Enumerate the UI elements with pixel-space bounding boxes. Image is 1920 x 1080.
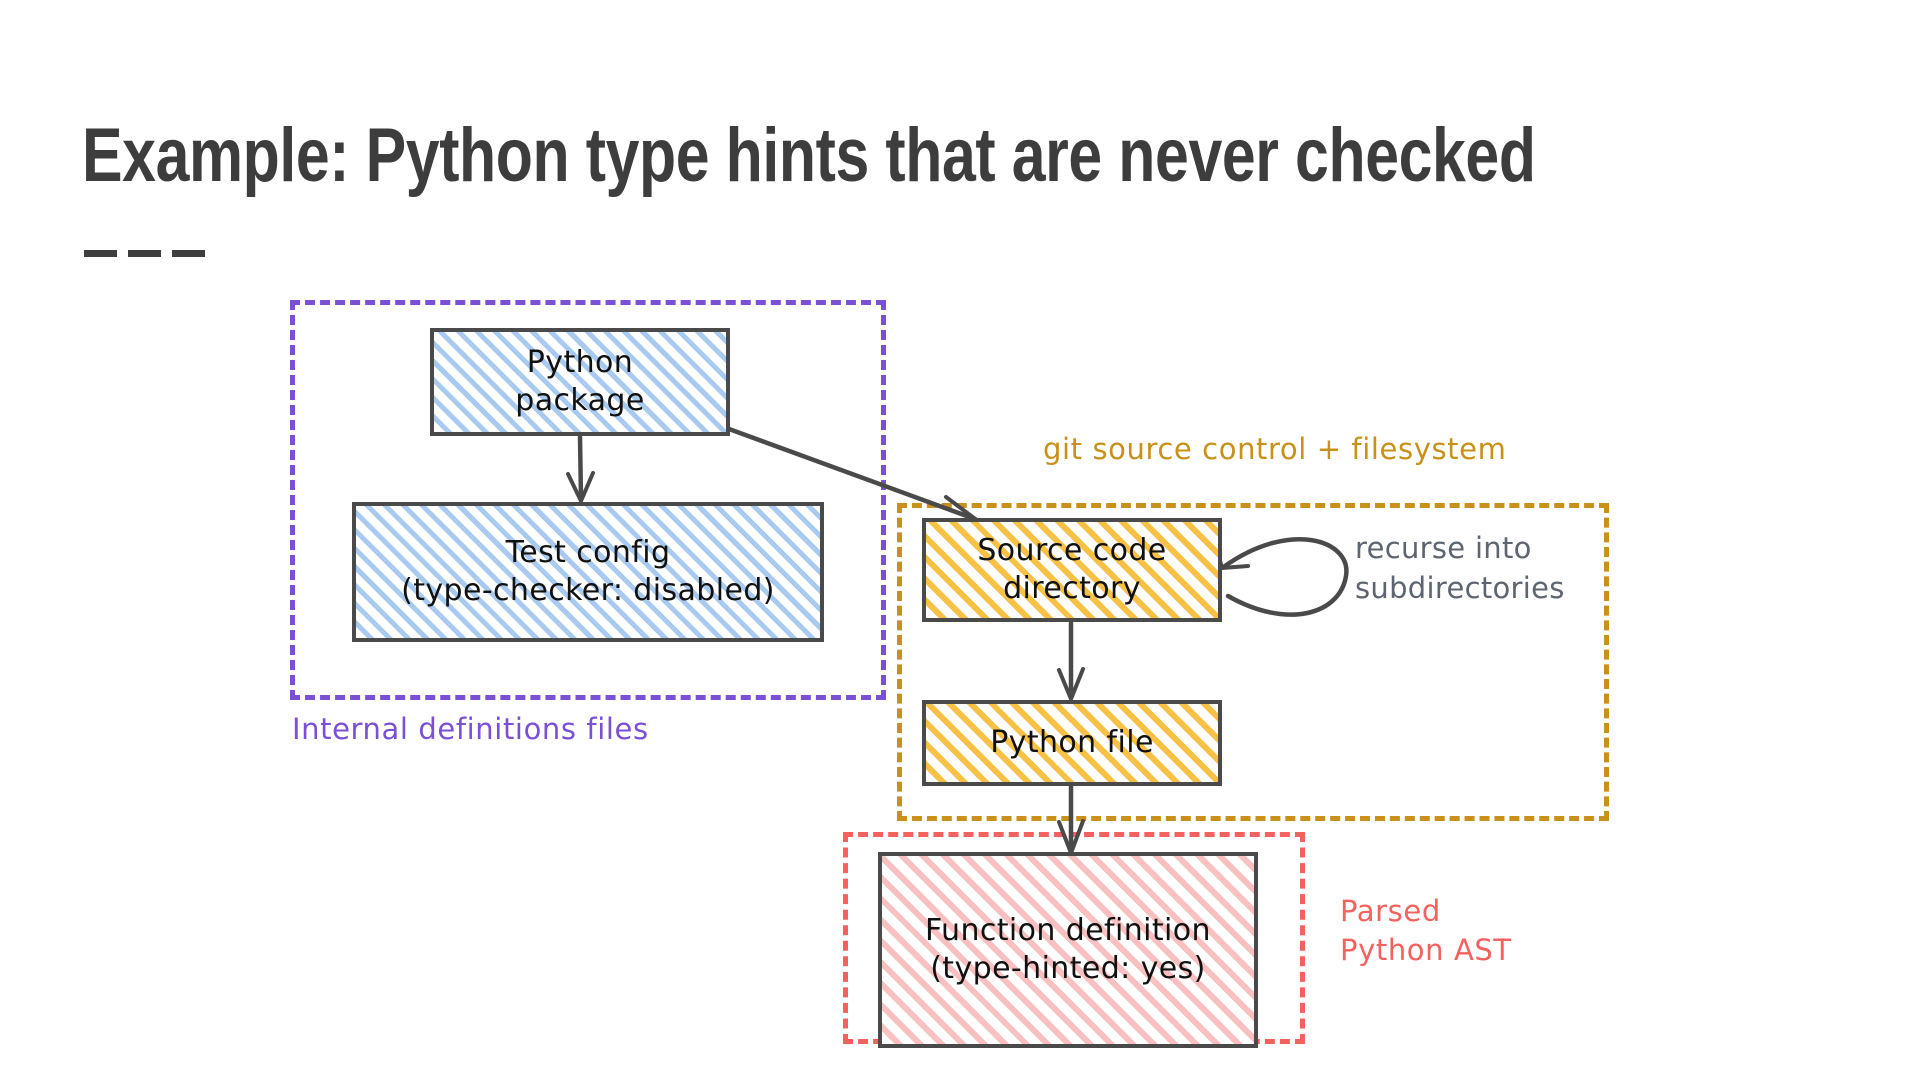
page-title: Example: Python type hints that are neve… (82, 113, 1536, 198)
node-python-file-text: Python file (990, 724, 1154, 760)
group-git-source-control-filesystem (897, 503, 1609, 821)
group-caption-git-source-control: git source control + filesystem (1043, 432, 1507, 466)
annotation-recurse-into-subdirectories: recurse into subdirectories (1355, 531, 1565, 606)
node-function-definition-text: Function definition (type-hinted: yes) (925, 912, 1211, 986)
node-python-file[interactable]: Python file (922, 700, 1222, 786)
group-caption-internal-definitions-files: Internal definitions files (292, 712, 649, 746)
divider-dash-2 (128, 250, 161, 257)
node-test-config[interactable]: Test config (type-checker: disabled) (352, 502, 824, 642)
node-test-config-text: Test config (type-checker: disabled) (401, 534, 775, 608)
node-python-package-text: Python package (515, 344, 645, 418)
node-python-package[interactable]: Python package (430, 328, 730, 436)
node-source-code-directory[interactable]: Source code directory (922, 518, 1222, 622)
divider-dash-1 (84, 250, 117, 257)
node-source-code-directory-text: Source code directory (977, 532, 1167, 606)
group-caption-parsed-python-ast: Parsed Python AST (1340, 894, 1512, 968)
node-function-definition[interactable]: Function definition (type-hinted: yes) (878, 852, 1258, 1048)
divider-dash-3 (172, 250, 205, 257)
title-divider-dashes (84, 250, 205, 257)
